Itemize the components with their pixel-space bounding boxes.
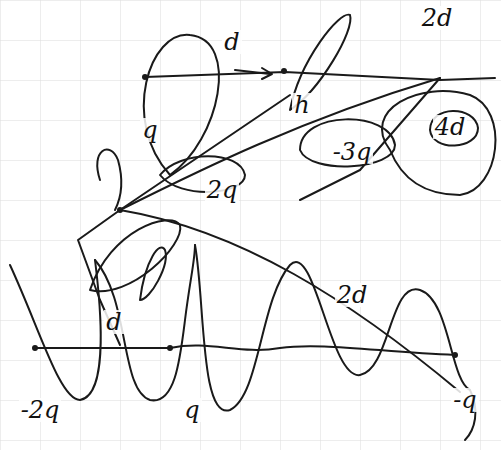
scribble <box>10 15 495 440</box>
charge-dot <box>452 352 458 358</box>
sketch-label: 2d <box>420 6 455 30</box>
loop <box>97 150 121 210</box>
wave <box>95 245 195 400</box>
loop <box>300 119 395 166</box>
charge-dot <box>167 345 173 351</box>
sketch-label: -3q <box>331 140 374 164</box>
sketch-label: d <box>222 30 241 54</box>
loop <box>430 111 478 146</box>
force-line <box>300 78 440 200</box>
charge-dot <box>142 74 148 80</box>
sketch-label: h <box>292 93 311 117</box>
sketch-label: -q <box>451 388 478 412</box>
charge-points <box>32 68 458 358</box>
axis-line <box>35 347 170 349</box>
sketch-label: 2q <box>205 178 240 202</box>
loop <box>382 91 496 195</box>
sketch-label: -2q <box>19 398 62 422</box>
charge-dot <box>281 68 287 74</box>
wave <box>195 245 470 411</box>
sketch-label: q <box>182 398 201 422</box>
sketch-label: q <box>140 118 159 142</box>
sketch-label: 4d <box>433 115 468 139</box>
charge-dot <box>32 345 38 351</box>
sketch-label: d <box>104 310 123 334</box>
force-line <box>120 210 460 392</box>
loop <box>140 247 166 300</box>
charge-dot <box>117 207 123 213</box>
sketch-label: 2d <box>335 283 370 307</box>
loop <box>144 35 219 175</box>
arrowhead <box>262 68 272 79</box>
force-line <box>120 95 290 210</box>
force-line <box>120 78 440 210</box>
wave <box>10 260 101 400</box>
